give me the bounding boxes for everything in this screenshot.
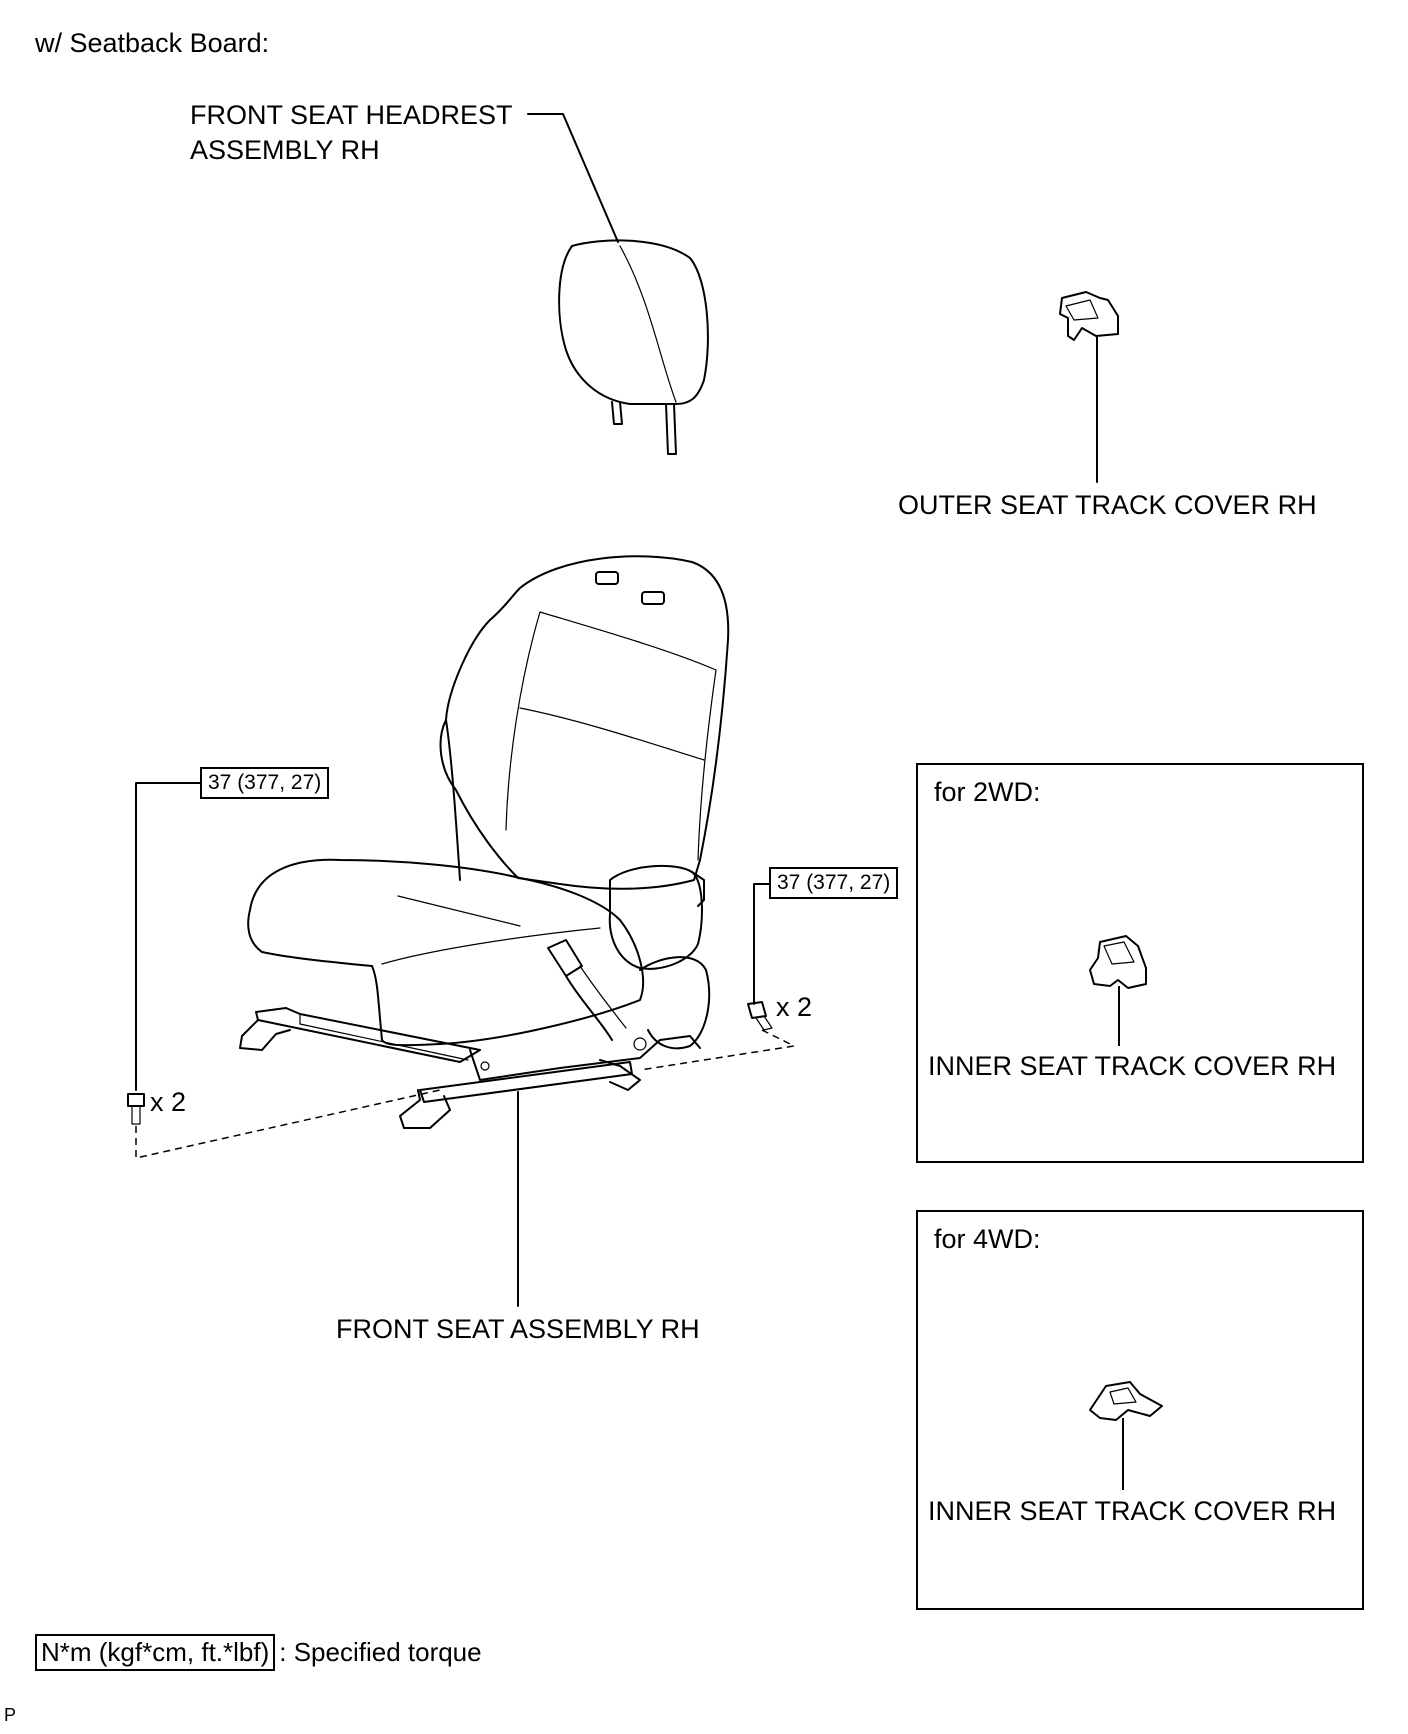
- inner-cover-4wd-drawing: [1089, 1381, 1163, 1490]
- front-seat-assembly-label: FRONT SEAT ASSEMBLY RH: [336, 1314, 700, 1344]
- headrest-label-line2: ASSEMBLY RH: [190, 135, 380, 165]
- left-torque-spec: 37 (377, 27): [200, 767, 330, 799]
- left-torque-leader-line: [135, 782, 201, 1091]
- headrest-drawing: [558, 239, 709, 455]
- right-torque-leader-line: [753, 883, 770, 1005]
- right-bolt-icon: [747, 1001, 773, 1031]
- front-seat-drawing: [239, 555, 730, 1129]
- page-title: w/ Seatback Board:: [35, 28, 270, 58]
- torque-legend: N*m (kgf*cm, ft.*lbf) : Specified torque: [35, 1634, 482, 1671]
- headrest-leader-line: [527, 113, 619, 243]
- legend-unit-box: N*m (kgf*cm, ft.*lbf): [35, 1634, 276, 1671]
- variant-2wd-box: for 2WD: INNER SEAT TRACK COVER RH: [916, 763, 1364, 1163]
- variant-4wd-title: for 4WD:: [934, 1224, 1041, 1254]
- outer-seat-track-cover-drawing: [1059, 291, 1119, 483]
- left-bolt-quantity: x 2: [150, 1087, 187, 1117]
- inner-seat-track-cover-2wd-label: INNER SEAT TRACK COVER RH: [928, 1051, 1337, 1081]
- left-bolt-icon: [127, 1093, 145, 1125]
- variant-4wd-box: for 4WD: INNER SEAT TRACK COVER RH: [916, 1210, 1364, 1610]
- inner-seat-track-cover-4wd-label: INNER SEAT TRACK COVER RH: [928, 1496, 1337, 1526]
- right-mount-dashed-line: [639, 1029, 797, 1071]
- right-torque-spec: 37 (377, 27): [769, 867, 899, 899]
- variant-2wd-title: for 2WD:: [934, 777, 1041, 807]
- headrest-label-line1: FRONT SEAT HEADREST: [190, 100, 513, 130]
- legend-description: : Specified torque: [279, 1637, 482, 1667]
- figure-code: P: [4, 1705, 17, 1725]
- outer-seat-track-cover-label: OUTER SEAT TRACK COVER RH: [898, 490, 1317, 520]
- inner-cover-2wd-drawing: [1089, 935, 1147, 1046]
- right-bolt-quantity: x 2: [776, 992, 813, 1022]
